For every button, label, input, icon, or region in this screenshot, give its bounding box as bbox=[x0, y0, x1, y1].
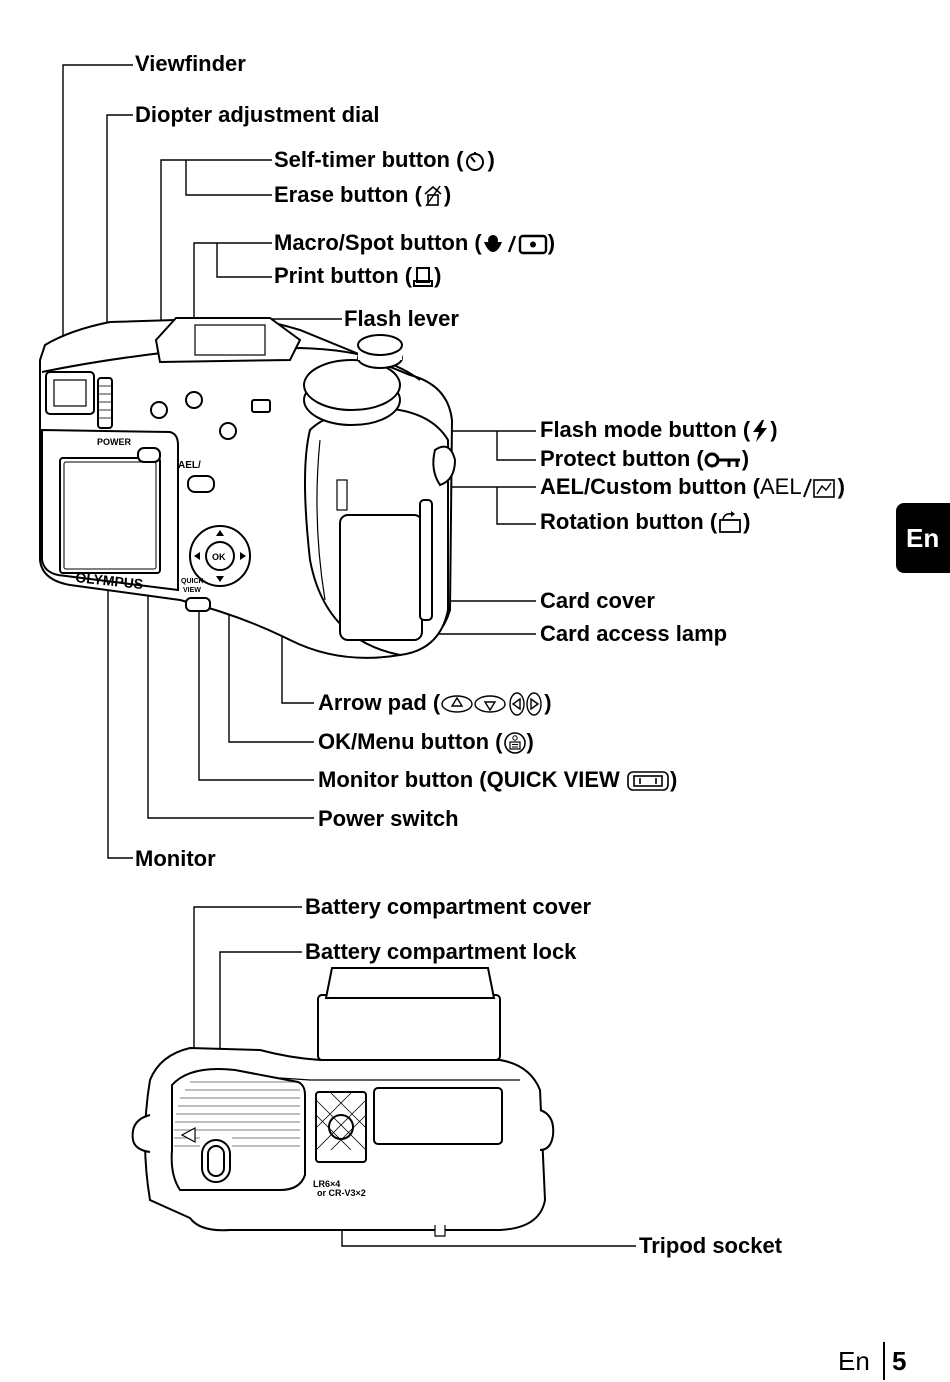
arrow-pad-icons bbox=[441, 692, 542, 716]
label-ok-menu: OK/Menu button () bbox=[318, 729, 534, 754]
label-flash-lever: Flash lever bbox=[344, 306, 459, 331]
label-flash-mode: Flash mode button () bbox=[540, 417, 778, 443]
camera-bottom-view bbox=[131, 967, 555, 1237]
camera-back-markings: POWER AEL/ OLYMPUS QUICK VIEW OK bbox=[75, 437, 226, 594]
camera-ok-text: OK bbox=[212, 552, 226, 562]
flash-icon bbox=[753, 420, 768, 443]
label-battery-lock: Battery compartment lock bbox=[305, 939, 577, 964]
arrow-up-icon bbox=[441, 695, 473, 713]
print-icon bbox=[413, 267, 434, 288]
label-print: Print button () bbox=[274, 263, 442, 288]
label-card-access-lamp: Card access lamp bbox=[540, 621, 728, 646]
camera-brand-text: OLYMPUS bbox=[75, 569, 144, 592]
ok-menu-icon bbox=[503, 732, 526, 754]
self-timer-icon bbox=[466, 152, 485, 172]
label-tripod-socket: Tripod socket bbox=[639, 1233, 783, 1258]
battery-door-ribs bbox=[174, 1081, 300, 1147]
label-battery-cover: Battery compartment cover bbox=[305, 894, 592, 919]
footer-language: En bbox=[838, 1346, 870, 1376]
battery-markings: LR6×4 or CR-V3×2 bbox=[313, 1179, 366, 1198]
erase-icon bbox=[424, 185, 442, 207]
camera-back-view bbox=[39, 316, 457, 659]
label-macro-spot: Macro/Spot button () bbox=[274, 230, 556, 255]
label-monitor: Monitor bbox=[135, 846, 216, 871]
camera-quick-text: QUICK bbox=[181, 578, 204, 585]
arrow-left-icon bbox=[509, 692, 525, 716]
language-tab-label: En bbox=[906, 523, 940, 553]
label-card-cover: Card cover bbox=[540, 588, 655, 613]
label-power-switch: Power switch bbox=[318, 806, 459, 831]
camera-ael-text: AEL/ bbox=[178, 460, 201, 471]
label-self-timer: Self-timer button () bbox=[274, 147, 495, 172]
language-tab: En bbox=[896, 503, 950, 573]
custom-icon bbox=[802, 478, 835, 498]
label-ael-custom: AEL/Custom button (AEL) bbox=[540, 474, 845, 499]
protect-key-icon bbox=[704, 452, 740, 468]
macro-icon bbox=[483, 235, 502, 253]
battery-type-2: or CR-V3×2 bbox=[317, 1188, 366, 1198]
label-erase: Erase button () bbox=[274, 182, 452, 207]
macro-spot-icon bbox=[483, 234, 547, 255]
ael-symbol-text: AEL bbox=[759, 474, 802, 499]
rotation-icon bbox=[719, 511, 742, 534]
camera-power-text: POWER bbox=[97, 437, 132, 447]
label-arrow-pad: Arrow pad () bbox=[318, 690, 552, 716]
battery-type-1: LR6×4 bbox=[313, 1179, 340, 1189]
arrow-pad-markers bbox=[194, 530, 246, 582]
label-monitor-button: Monitor button (QUICK VIEW ) bbox=[318, 767, 678, 792]
label-protect: Protect button () bbox=[540, 446, 750, 471]
spot-icon bbox=[518, 234, 547, 255]
arrow-right-icon bbox=[526, 692, 542, 716]
camera-view-text: VIEW bbox=[183, 587, 201, 594]
quick-view-icon bbox=[627, 771, 669, 791]
page-number: 5 bbox=[892, 1346, 907, 1376]
tripod-plate-pattern bbox=[315, 1091, 367, 1151]
label-viewfinder: Viewfinder bbox=[135, 51, 246, 76]
arrow-down-icon bbox=[474, 695, 506, 713]
door-arrow-icon bbox=[180, 1126, 196, 1144]
label-diopter: Diopter adjustment dial bbox=[135, 102, 380, 127]
label-rotation: Rotation button () bbox=[540, 509, 751, 534]
